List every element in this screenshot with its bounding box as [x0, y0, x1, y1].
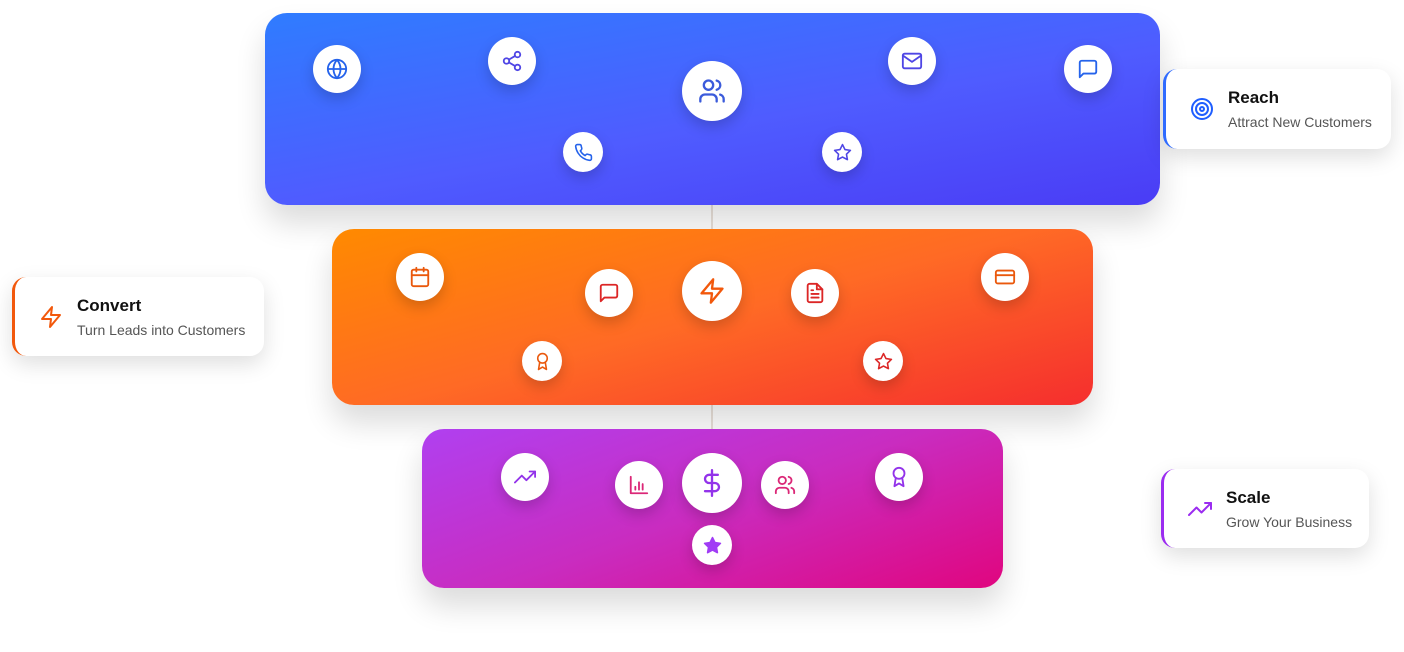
connector-line	[711, 405, 713, 429]
connector-line	[711, 205, 713, 229]
card-subtitle: Grow Your Business	[1226, 513, 1353, 530]
globe-icon	[313, 45, 361, 93]
phone-icon	[563, 132, 603, 172]
file-icon	[791, 269, 839, 317]
card-subtitle: Attract New Customers	[1228, 114, 1372, 130]
bar-chart-icon	[615, 461, 663, 509]
zap-icon	[682, 261, 742, 321]
trending-up-icon	[1188, 501, 1212, 516]
zap-icon	[41, 305, 61, 328]
star-icon	[692, 525, 732, 565]
credit-card-icon	[981, 253, 1029, 301]
card-title: Reach	[1228, 88, 1280, 107]
dollar-icon	[682, 453, 742, 513]
card-title: Convert	[77, 295, 142, 315]
message-icon	[1064, 45, 1112, 93]
calendar-icon	[396, 253, 444, 301]
award-icon	[522, 341, 562, 381]
star-icon	[822, 132, 862, 172]
card-title: Scale	[1226, 487, 1271, 507]
share-icon	[488, 37, 536, 85]
trending-up-icon	[501, 453, 549, 501]
target-icon	[1191, 98, 1213, 120]
award-icon	[875, 453, 923, 501]
users-icon	[682, 61, 742, 121]
mail-icon	[888, 37, 936, 85]
users-icon	[761, 461, 809, 509]
card-subtitle: Turn Leads into Customers	[77, 321, 246, 338]
message-icon	[585, 269, 633, 317]
star-icon	[863, 341, 903, 381]
